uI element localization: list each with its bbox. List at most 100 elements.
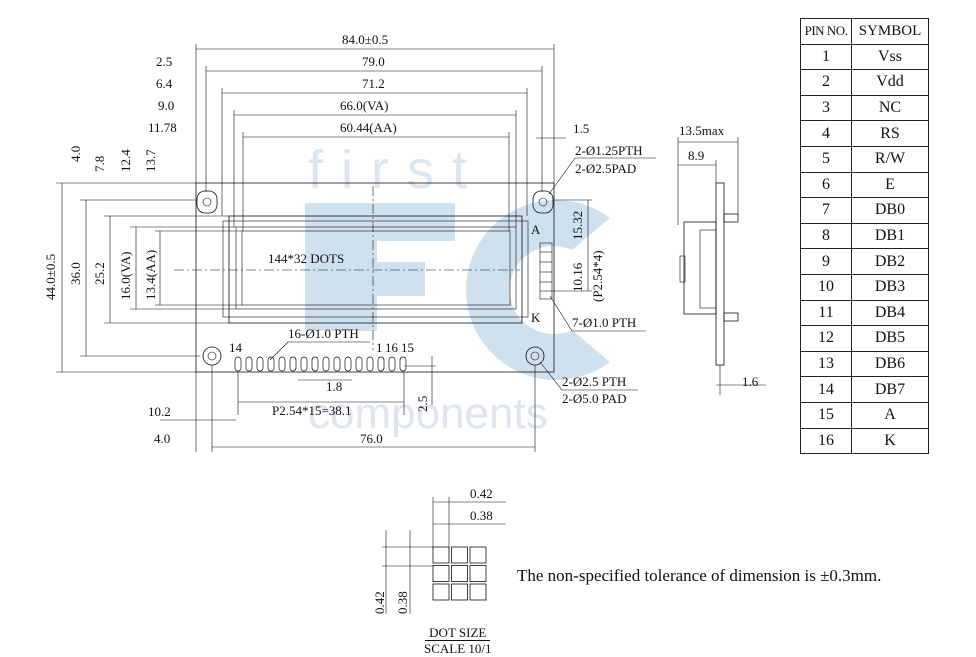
watermark-c-shape: [466, 200, 610, 380]
backlight-pads: [539, 242, 553, 300]
dim-8-9: 8.9: [688, 148, 704, 163]
dim-2-5: 2.5: [156, 54, 172, 69]
pin-symbol: DB4: [851, 299, 929, 327]
dim-view-area-w: 66.0(VA): [340, 98, 389, 113]
dot-cell: [469, 565, 487, 582]
dim-11-78: 11.78: [148, 120, 177, 135]
bezel-inner: [222, 220, 529, 318]
connector-pin: [234, 356, 242, 372]
dim-36-0: 36.0: [68, 262, 83, 285]
side-view: 13.5max 8.9 1.6: [677, 123, 766, 395]
connector-pin: [256, 356, 264, 372]
bezel-outline: [228, 215, 523, 324]
pin-number: 5: [800, 145, 852, 173]
pin-symbol: A: [851, 401, 929, 429]
label-pth-1-25: 2-Ø1.25PTH: [575, 143, 643, 158]
pin-symbol: DB5: [851, 325, 929, 352]
pin-number: 2: [800, 69, 852, 96]
pin-number: 9: [800, 248, 852, 275]
pin-number: 7: [800, 197, 852, 224]
pin-table-header-symbol: SYMBOL: [851, 18, 929, 45]
mount-slot-right: [532, 190, 554, 214]
label-pth-7: 7-Ø1.0 PTH: [572, 315, 636, 330]
dot-cell: [432, 546, 450, 564]
active-area: [241, 230, 511, 306]
connector-pin: [344, 356, 352, 372]
pin-number: 4: [800, 120, 852, 147]
mount-hole-left: [202, 197, 212, 207]
front-view: 144*32 DOTS A K 14 1 16 15: [174, 182, 555, 373]
side-bezel-bottom: [723, 312, 739, 322]
dim-1-5: 1.5: [573, 121, 589, 136]
pin-symbol: DB6: [851, 350, 929, 378]
dot-cell: [432, 583, 450, 601]
pin-number: 11: [800, 299, 852, 327]
dot-h-042: 0.42: [372, 591, 387, 614]
dim-6-4: 6.4: [156, 76, 173, 91]
connector-pin: [300, 356, 308, 372]
connector-pin: [377, 356, 385, 372]
top-dimensions: 84.0±0.5 79.0 2.5 71.2 6.4 66.0(VA) 9.0 …: [148, 32, 656, 231]
pin-symbol: Vss: [851, 43, 929, 71]
dim-4-0-v: 4.0: [68, 146, 83, 162]
pin-symbol: K: [851, 427, 929, 455]
dot-cell: [469, 546, 487, 564]
pin-14-label: 14: [229, 340, 243, 355]
connector-pin: [399, 356, 407, 372]
pin-symbol: DB2: [851, 248, 929, 275]
connector-pin: [311, 356, 319, 372]
pin-symbol: Vdd: [851, 69, 929, 96]
mount-slot-left: [196, 190, 218, 214]
dot-cell: [432, 565, 450, 582]
side-pcb: [715, 182, 725, 366]
dim-71-2: 71.2: [362, 76, 385, 91]
pin-number: 3: [800, 94, 852, 122]
pin-symbol: RS: [851, 120, 929, 147]
dim-1-8: 1.8: [326, 379, 342, 394]
pin-symbol: DB7: [851, 376, 929, 403]
dot-size-detail: 0.42 0.38 0.42 0.38: [372, 486, 506, 614]
side-hatch: [699, 229, 717, 309]
connector-pin: [267, 356, 275, 372]
mount-hole-right: [538, 197, 548, 207]
left-dimensions: 44.0±0.5 36.0 25.2 16.0(VA) 13.4(AA) 4.0…: [43, 146, 242, 373]
dim-2-5-v: 2.5: [415, 396, 430, 412]
dim-overall-height: 44.0±0.5: [43, 254, 58, 300]
connector-pin: [355, 356, 363, 372]
pin-number: 13: [800, 350, 852, 378]
pin-symbol: DB0: [851, 197, 929, 224]
dim-13-7: 13.7: [143, 149, 158, 172]
dim-9-0: 9.0: [158, 98, 174, 113]
label-a: A: [531, 222, 541, 237]
dot-size-caption: DOT SIZE SCALE 10/1: [424, 625, 492, 657]
pin-number: 15: [800, 401, 852, 429]
connector-pin: [333, 356, 341, 372]
connector-pin: [322, 356, 330, 372]
dim-12-4: 12.4: [118, 149, 133, 172]
mount-pad-bl: [202, 346, 222, 366]
pin-symbol: NC: [851, 94, 929, 122]
dim-4-0-h: 4.0: [154, 431, 170, 446]
pin-number: 8: [800, 222, 852, 250]
dot-size-caption-title: DOT SIZE: [425, 625, 491, 641]
connector-pin: [388, 356, 396, 372]
dim-13-5max: 13.5max: [679, 123, 725, 138]
dim-active-area-h: 13.4(AA): [143, 250, 158, 300]
dot-h-038: 0.38: [395, 591, 410, 614]
dot-w-042: 0.42: [470, 486, 493, 501]
dim-pitch: P2.54*15=38.1: [272, 403, 352, 418]
dim-15-32: 15.32: [570, 211, 585, 240]
